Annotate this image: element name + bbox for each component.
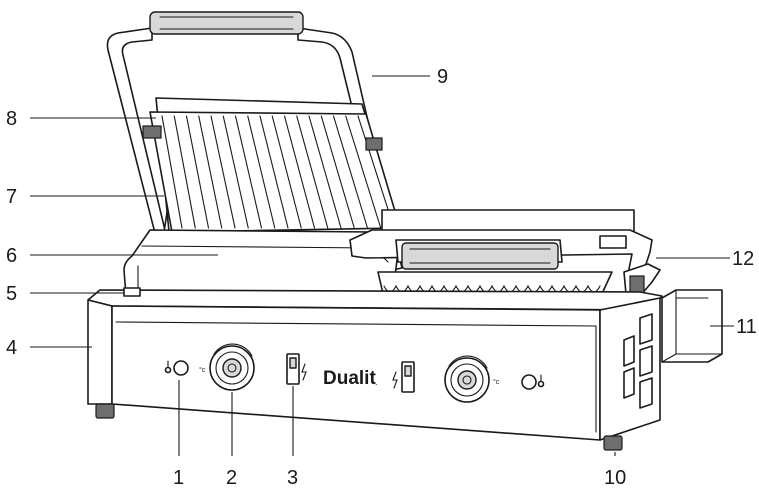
brand-logo: Dualit: [323, 368, 376, 389]
upper-rib: [296, 115, 329, 229]
left-foot: [95, 403, 115, 419]
heat-indicator-light-right: [521, 374, 537, 390]
upper-rib: [308, 115, 342, 229]
lower-rib-edge: [383, 284, 601, 293]
upper-rib: [198, 115, 223, 229]
upper-rib: [320, 115, 355, 229]
callout-8: 8: [6, 108, 17, 130]
upper-ribbed-plate: [142, 97, 403, 243]
upper-rib: [259, 115, 289, 229]
drip-tray-tab: [123, 287, 141, 297]
upper-rib: [283, 115, 316, 229]
upper-rib: [332, 115, 369, 229]
thermometer-icon-right: [537, 374, 545, 388]
leader-lines: [30, 75, 734, 456]
upper-rib: [185, 115, 210, 229]
callout-7: 7: [6, 186, 17, 208]
upper-rib: [222, 115, 249, 229]
callout-11: 11: [736, 316, 757, 338]
callout-4: 4: [6, 337, 17, 359]
upper-rib: [161, 115, 183, 229]
dial-degree-mark-left: °c: [199, 366, 206, 374]
callout-9: 9: [437, 66, 448, 88]
power-switch-right: [392, 361, 415, 393]
thermostat-dial-right: °c: [444, 355, 500, 403]
callout-10: 10: [604, 467, 626, 489]
lid-handle-grip: [149, 11, 304, 35]
callout-1: 1: [173, 467, 184, 489]
upper-rib: [271, 115, 302, 229]
callout-labels: 1 2 3 4 5 6 7 8 9 10 11 12: [6, 66, 757, 489]
brand-logo-mark: .: [375, 377, 378, 387]
drip-channel: [623, 263, 661, 297]
vent-slots: [623, 313, 653, 409]
upper-rib: [210, 115, 236, 229]
right-lid-handle-grip: [401, 242, 559, 270]
power-switch-left: [286, 353, 307, 385]
right-lower-ribs: [383, 284, 601, 293]
drip-tray: [661, 289, 723, 363]
right-foot: [603, 435, 623, 451]
base-left-side: [87, 299, 113, 405]
upper-plate-ribs: [161, 115, 395, 229]
callout-6: 6: [6, 245, 17, 267]
upper-rib: [247, 115, 276, 229]
lid-bracket-right: [365, 137, 383, 151]
upper-rib: [234, 115, 263, 229]
closed-right-plate: [349, 209, 653, 299]
thermometer-icon: [164, 360, 172, 374]
callout-5: 5: [6, 283, 17, 305]
right-handle-end: [599, 235, 627, 249]
callout-2: 2: [226, 467, 237, 489]
heat-indicator-light-left: [173, 360, 189, 376]
thermostat-dial-left: °c: [199, 343, 255, 391]
front-controls: °c Dualit . °c: [164, 343, 545, 403]
grill-base: [87, 287, 663, 451]
upper-rib: [345, 115, 382, 229]
callout-12: 12: [732, 248, 754, 270]
upper-rib: [173, 115, 196, 229]
lid-bracket-left: [142, 125, 162, 139]
dial-degree-mark-right: °c: [493, 378, 500, 386]
callout-3: 3: [287, 467, 298, 489]
